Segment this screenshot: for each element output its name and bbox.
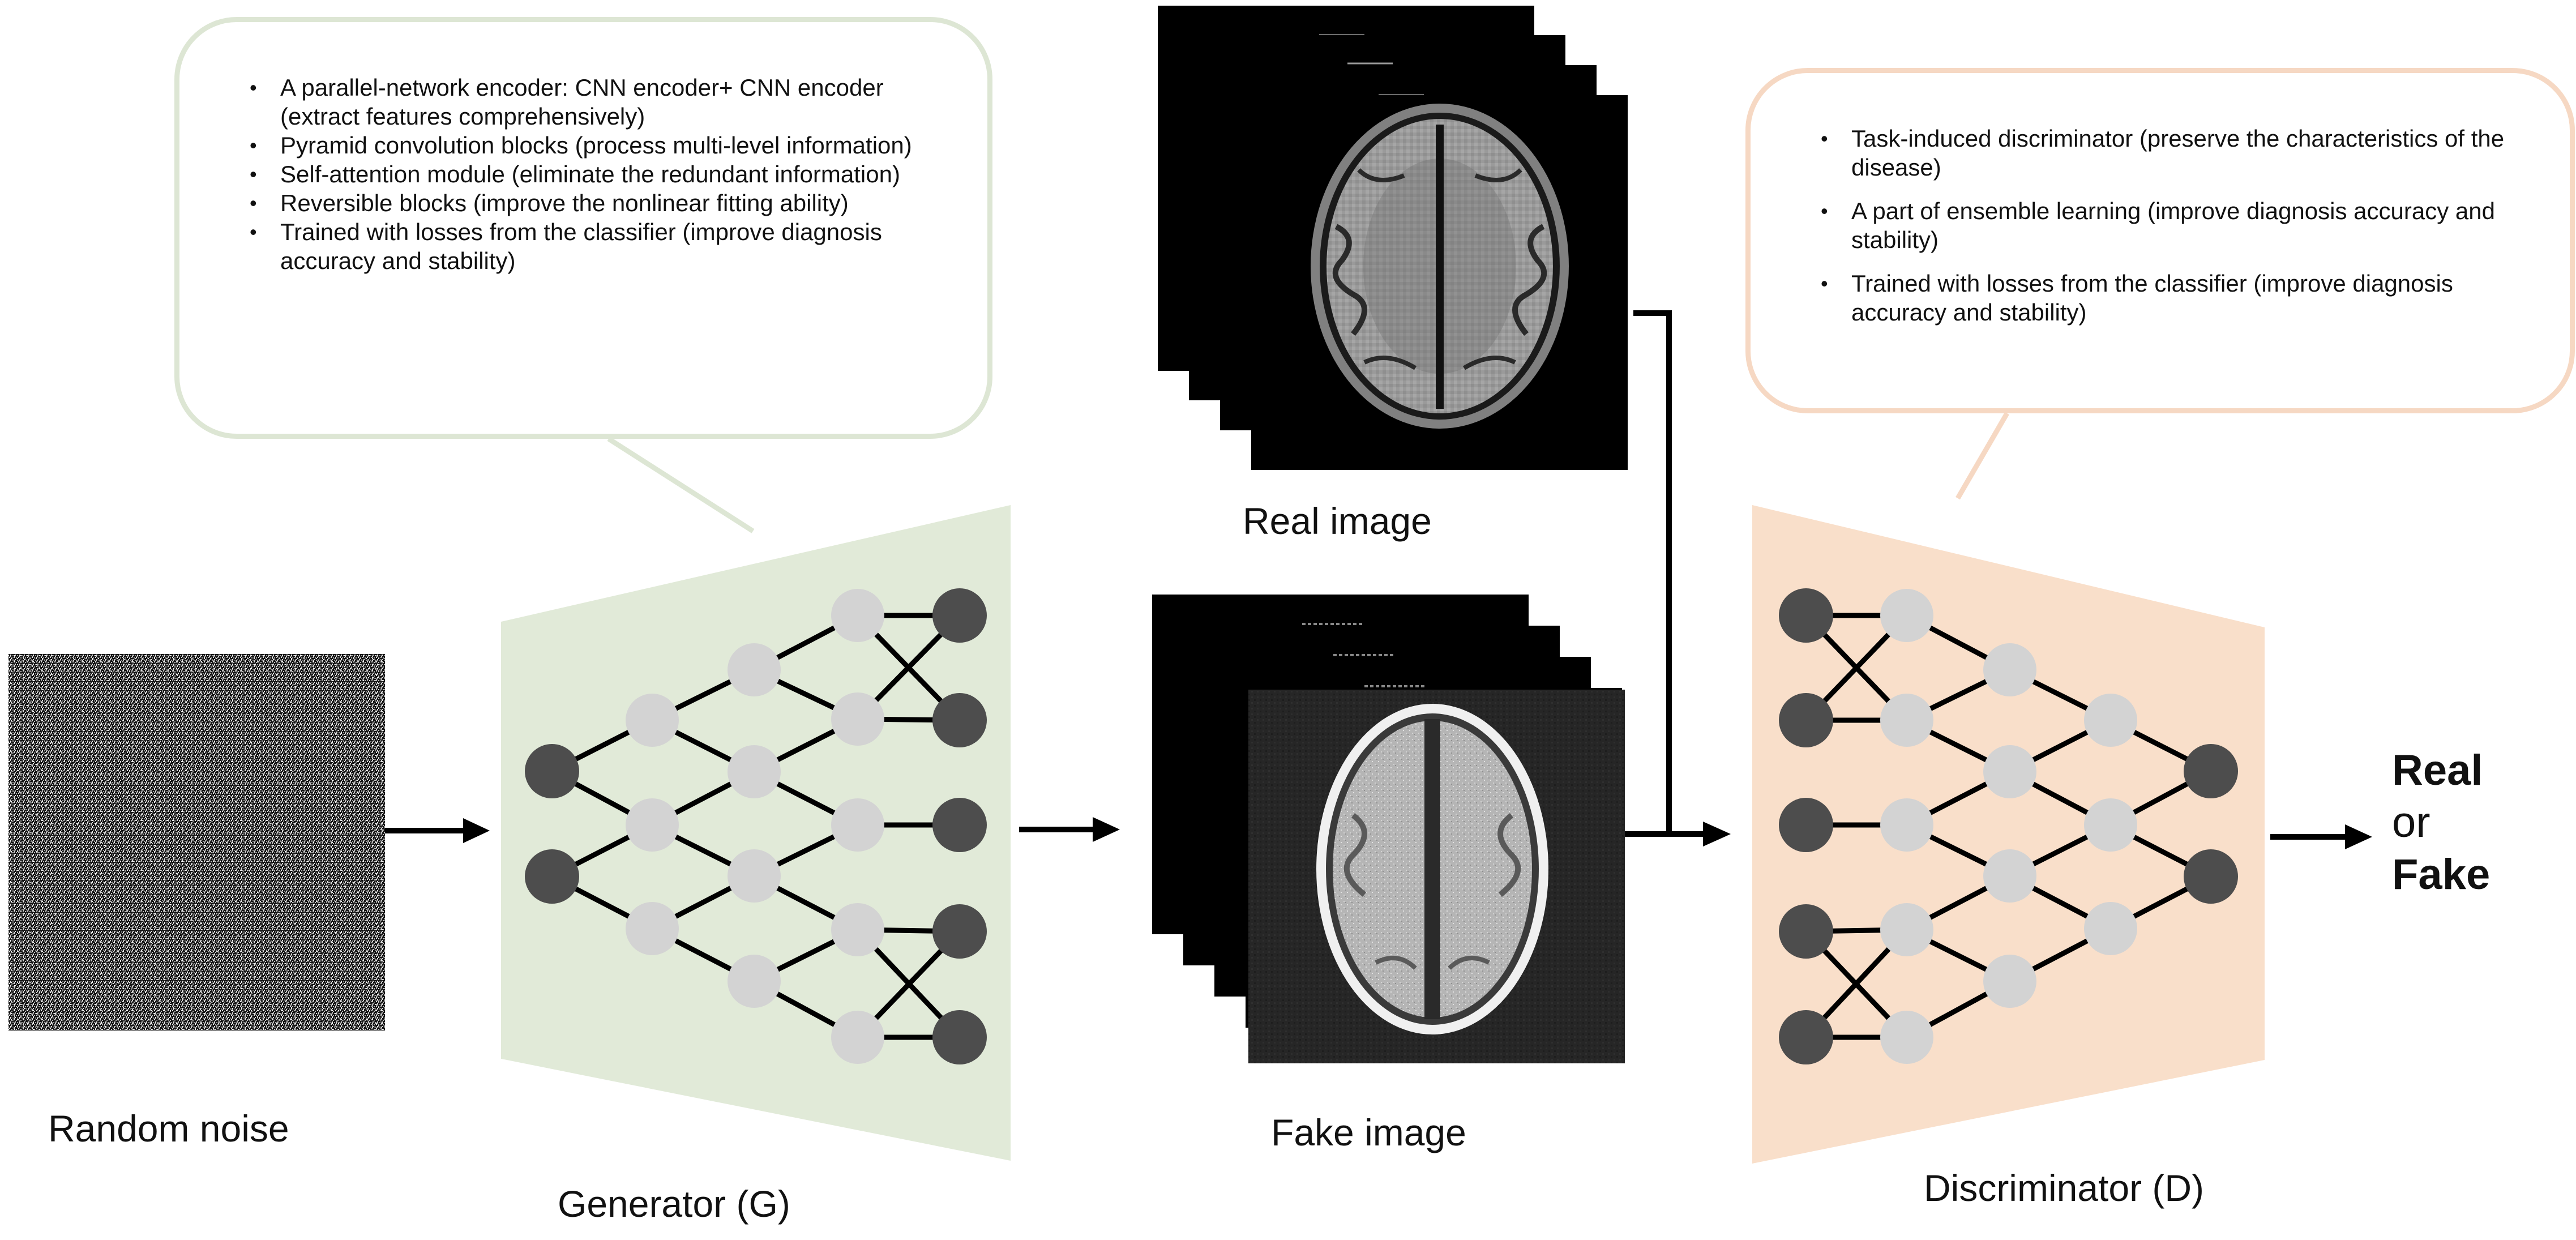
discriminator-callout-list: Task-induced discriminator (preserve the… [1818,124,2547,327]
discriminator-callout-item: A part of ensemble learning (improve dia… [1818,196,2547,254]
node-light [1880,589,1933,642]
node-light [831,589,884,642]
node-light [2084,694,2137,747]
real-image-label: Real image [1243,500,1432,542]
generator-callout-item: Trained with losses from the classifier … [247,217,965,275]
discriminator-callout: Task-induced discriminator (preserve the… [1745,68,2575,413]
node-dark [525,744,579,798]
node-light [1983,643,2036,696]
discriminator-nodes [1779,588,2238,1064]
node-dark [1779,798,1833,852]
node-dark [1779,1010,1833,1064]
discriminator-callout-pointer [1955,412,2009,500]
node-light [831,1011,884,1064]
node-dark [1779,588,1833,643]
node-light [831,692,884,746]
node-light [2084,902,2137,955]
real-image-connector [1633,310,1672,834]
generator-block [501,505,1011,1161]
node-light [1880,798,1933,852]
output-real: Real [2392,746,2483,794]
node-light [1880,694,1933,747]
arrow-noise-to-generator [385,818,490,843]
generator-callout-pointer [607,437,755,533]
node-light [728,849,781,903]
generator-callout-list: A parallel-network encoder: CNN encoder+… [247,73,965,275]
node-light [1880,903,1933,956]
node-dark [525,849,579,904]
node-dark [2184,849,2238,904]
node-dark [932,1010,987,1064]
node-light [626,902,679,955]
arrow-to-output [2270,824,2372,849]
node-light [1983,745,2036,798]
arrow-generator-to-fake [1019,817,1120,842]
node-light [728,955,781,1008]
node-light [1983,955,2036,1008]
node-dark [1779,904,1833,959]
output-result: Real or Fake [2392,745,2490,901]
fake-image-stack [1152,595,1625,1063]
node-light [831,903,884,956]
discriminator-callout-item: Task-induced discriminator (preserve the… [1818,124,2547,182]
arrow-to-discriminator [1625,822,1731,846]
generator-callout-item: Self-attention module (eliminate the red… [247,160,965,189]
output-or: or [2392,798,2430,846]
discriminator-block [1752,505,2265,1164]
random-noise-image [8,654,385,1031]
node-light [831,798,884,852]
node-dark [932,588,987,643]
real-image-stack [1158,6,1628,470]
node-dark [932,693,987,747]
fake-image-label: Fake image [1271,1111,1466,1153]
discriminator-callout-item: Trained with losses from the classifier … [1818,269,2547,327]
node-dark [932,904,987,959]
random-noise-label: Random noise [48,1108,289,1149]
generator-label: Generator (G) [558,1183,790,1225]
generator-nodes [525,588,987,1064]
generator-callout-item: Pyramid convolution blocks (process mult… [247,131,965,160]
node-dark [932,798,987,852]
node-light [728,643,781,696]
output-fake: Fake [2392,850,2491,899]
node-light [1880,1011,1933,1064]
node-light [1983,849,2036,903]
discriminator-label: Discriminator (D) [1924,1167,2204,1209]
generator-callout: A parallel-network encoder: CNN encoder+… [174,17,992,439]
node-dark [1779,693,1833,747]
node-dark [2184,744,2238,798]
node-light [626,798,679,852]
node-light [626,694,679,747]
node-light [728,745,781,798]
generator-callout-item: Reversible blocks (improve the nonlinear… [247,189,965,217]
node-light [2084,798,2137,852]
generator-callout-item: A parallel-network encoder: CNN encoder+… [247,73,965,131]
